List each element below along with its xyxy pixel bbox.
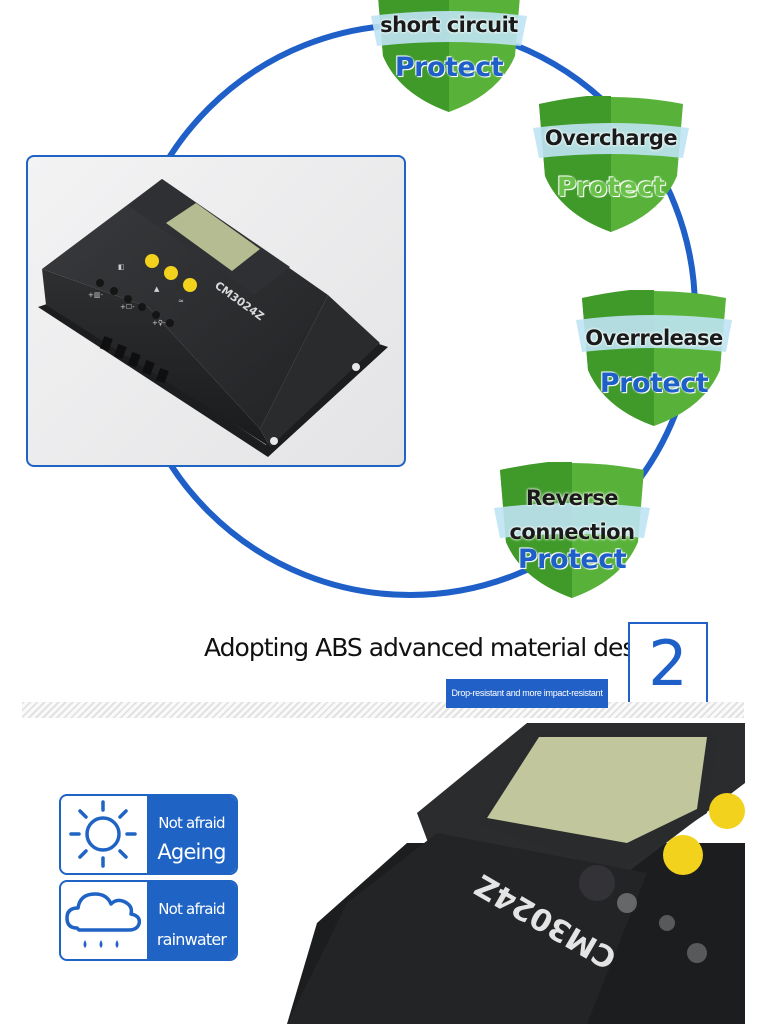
feature-card-rainwater: Not afraid rainwater xyxy=(59,880,238,961)
feature-text: Not afraid rainwater xyxy=(147,882,236,959)
feature-text: Not afraid Ageing xyxy=(147,796,236,873)
rain-cloud-icon xyxy=(61,882,147,959)
sun-icon xyxy=(61,796,147,873)
shield-short-circuit: short circuit Protect xyxy=(369,0,529,116)
shield-icon xyxy=(371,0,527,112)
closeup-lcd xyxy=(487,737,707,843)
feature-card-ageing: Not afraid Ageing xyxy=(59,794,238,875)
svg-text:◧: ◧ xyxy=(118,263,125,271)
material-subtitle: Drop-resistant and more impact-resistant xyxy=(446,679,608,708)
svg-text:+♀-: +♀- xyxy=(152,319,166,327)
shield-icon xyxy=(494,462,650,598)
product-lcd xyxy=(166,203,260,271)
material-headline: Adopting ABS advanced material design xyxy=(204,633,671,662)
shield-icon xyxy=(576,290,732,426)
svg-text:▲: ▲ xyxy=(154,285,160,293)
shield-reverse-connection: Reverse connection Protect xyxy=(492,462,652,602)
shield-overcharge: Overcharge Protect xyxy=(531,96,691,236)
divider-stripe xyxy=(22,702,744,718)
product-closeup-photo: CM3024Z xyxy=(287,723,745,1024)
shield-overrelease: Overrelease Protect xyxy=(574,290,734,430)
svg-text:≈: ≈ xyxy=(178,297,184,305)
product-photo: ◧▲≈ +▥-+☐-+♀- CM3024Z xyxy=(26,155,406,467)
svg-text:+▥-: +▥- xyxy=(88,291,103,299)
shield-icon xyxy=(533,96,689,232)
section-number: 2 xyxy=(628,622,708,706)
svg-text:+☐-: +☐- xyxy=(120,303,135,311)
